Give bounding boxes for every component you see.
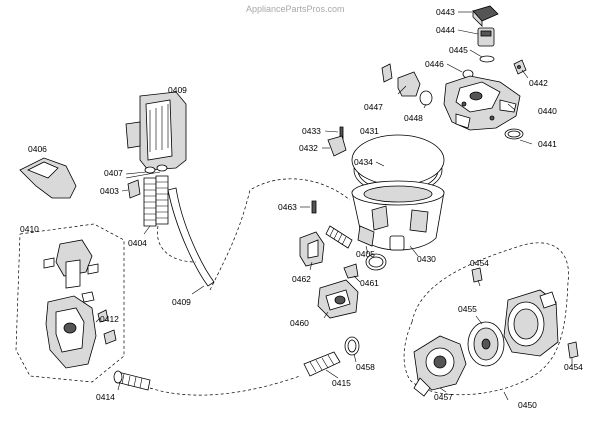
drain-route-dashed	[149, 375, 301, 396]
part-0415-hose[interactable]	[303, 351, 341, 377]
part-0447-bracket[interactable]	[381, 63, 421, 97]
label-0445: 0445	[449, 45, 468, 55]
label-0461: 0461	[360, 278, 379, 288]
part-0461-clip[interactable]	[343, 263, 359, 279]
part-0448-oring[interactable]	[419, 90, 433, 106]
hose-route-dashed-2	[157, 225, 197, 263]
part-0444-connector[interactable]	[477, 27, 495, 47]
part-0412-clip[interactable]	[97, 309, 117, 345]
part-0450-motor[interactable]	[503, 289, 559, 357]
part-0463-screw[interactable]	[311, 200, 317, 214]
part-0455-impeller[interactable]	[467, 321, 505, 367]
label-0410: 0410	[20, 224, 39, 234]
label-0462: 0462	[292, 274, 311, 284]
label-0433: 0433	[302, 126, 321, 136]
label-0448: 0448	[404, 113, 423, 123]
label-0457: 0457	[434, 392, 453, 402]
part-0409-hose[interactable]	[167, 187, 215, 287]
part-0410-group[interactable]	[15, 223, 125, 383]
label-0458: 0458	[356, 362, 375, 372]
label-0447: 0447	[364, 102, 383, 112]
part-0457-pump-housing[interactable]	[413, 335, 467, 397]
label-0405: 0405	[356, 249, 375, 259]
part-0405-clamp[interactable]	[365, 253, 387, 271]
label-0442: 0442	[529, 78, 548, 88]
part-0460-drain-pump[interactable]	[317, 279, 359, 319]
label-0463: 0463	[278, 202, 297, 212]
label-0431: 0431	[360, 126, 379, 136]
part-0403-clip[interactable]	[127, 179, 141, 199]
leader-lines	[95, 11, 573, 401]
label-0407: 0407	[104, 168, 123, 178]
label-0443: 0443	[436, 7, 455, 17]
part-0445-oring[interactable]	[479, 55, 495, 63]
label-0454-right: 0454	[564, 362, 583, 372]
label-0441: 0441	[538, 139, 557, 149]
label-0440: 0440	[538, 106, 557, 116]
label-0455: 0455	[458, 304, 477, 314]
hose-route-dashed	[209, 178, 351, 291]
part-0454-clip-top[interactable]	[471, 267, 483, 283]
part-0432-bracket[interactable]	[327, 135, 347, 157]
label-0409-bottom: 0409	[172, 297, 191, 307]
label-0434: 0434	[354, 157, 373, 167]
label-0414: 0414	[96, 392, 115, 402]
part-0442-clip[interactable]	[513, 59, 527, 75]
part-0440-valve-housing[interactable]	[443, 75, 521, 131]
part-0458-seal[interactable]	[344, 336, 360, 356]
part-0450-group-outline[interactable]	[403, 242, 569, 396]
part-0404-hoses[interactable]	[143, 175, 169, 227]
part-0441-hose-clamp[interactable]	[504, 128, 524, 140]
label-0432: 0432	[299, 143, 318, 153]
part-labels: 0443 0444 0445 0446 0442 0447 0448 0440 …	[20, 7, 583, 410]
part-0406-cover[interactable]	[19, 157, 77, 199]
label-0415: 0415	[332, 378, 351, 388]
part-0454-clip-right[interactable]	[567, 341, 579, 359]
label-0446: 0446	[425, 59, 444, 69]
label-0460: 0460	[290, 318, 309, 328]
part-0409-air-break[interactable]	[125, 91, 187, 171]
part-0430-sump-housing[interactable]	[351, 180, 445, 251]
label-0412: 0412	[100, 314, 119, 324]
label-0430: 0430	[417, 254, 436, 264]
part-0462-bracket[interactable]	[299, 231, 325, 267]
part-0405-hose[interactable]	[325, 225, 353, 249]
label-0403: 0403	[100, 186, 119, 196]
label-0409-top: 0409	[168, 85, 187, 95]
part-0414-hose[interactable]	[113, 370, 151, 391]
part-0443-cover[interactable]	[472, 5, 499, 27]
label-0406: 0406	[28, 144, 47, 154]
part-0407-orings[interactable]	[144, 164, 168, 174]
label-0450: 0450	[518, 400, 537, 410]
watermark: AppliancePartsPros.com	[246, 4, 345, 14]
label-0454-top: 0454	[470, 258, 489, 268]
label-0444: 0444	[436, 25, 455, 35]
label-0404: 0404	[128, 238, 147, 248]
